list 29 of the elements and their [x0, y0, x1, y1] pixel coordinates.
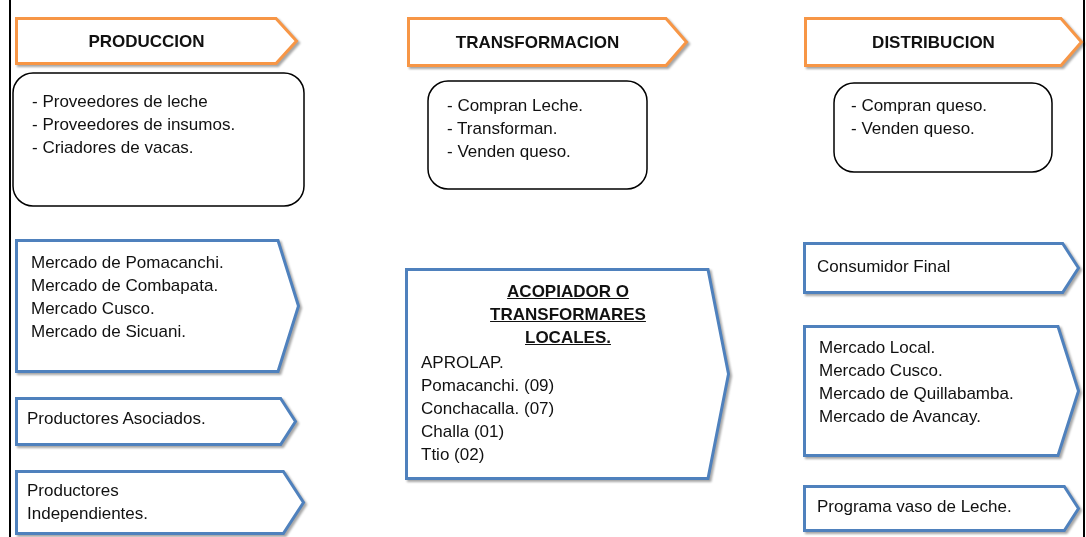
list-item: Mercado Cusco. [819, 360, 943, 382]
list-item: - Compran queso. [851, 95, 988, 117]
list-item: - Venden queso. [447, 141, 571, 163]
list-item: - Proveedores de insumos. [32, 114, 236, 136]
list-item: Mercado de Sicuani. [31, 321, 186, 343]
list-item: Mercado Local. [819, 337, 936, 359]
header-text: TRANSFORMACION [455, 31, 620, 54]
header-text: DISTRIBUCION [872, 31, 995, 54]
list-item: Consumidor Final [817, 256, 951, 278]
list-item: Mercado de Quillabamba. [819, 383, 1014, 405]
list-item: Ttio (02) [421, 444, 485, 466]
list-item: - Compran Leche. [447, 95, 584, 117]
list-item: Productores Independientes. [27, 480, 149, 525]
list-item: Challa (01) [421, 421, 505, 443]
header-text: PRODUCCION [88, 30, 205, 53]
list-item: - Venden queso. [851, 118, 975, 140]
list-item: APROLAP. [421, 352, 504, 374]
list-item: Conchacalla. (07) [421, 398, 555, 420]
list-item: - Criadores de vacas. [32, 137, 194, 159]
list-item: Programa vaso de Leche. [817, 496, 1012, 518]
list-item: Productores Asociados. [27, 408, 206, 430]
list-item: Mercado de Pomacanchi. [31, 252, 224, 274]
list-item: Mercado Cusco. [31, 298, 155, 320]
list-item: Mercado de Combapata. [31, 275, 219, 297]
group-heading: ACOPIADOR O TRANSFORMARES LOCALES. [489, 281, 647, 349]
list-item: - Proveedores de leche [32, 91, 208, 113]
list-item: - Transforman. [447, 118, 558, 140]
list-item: Pomacanchi. (09) [421, 375, 555, 397]
list-item: Mercado de Avancay. [819, 406, 981, 428]
